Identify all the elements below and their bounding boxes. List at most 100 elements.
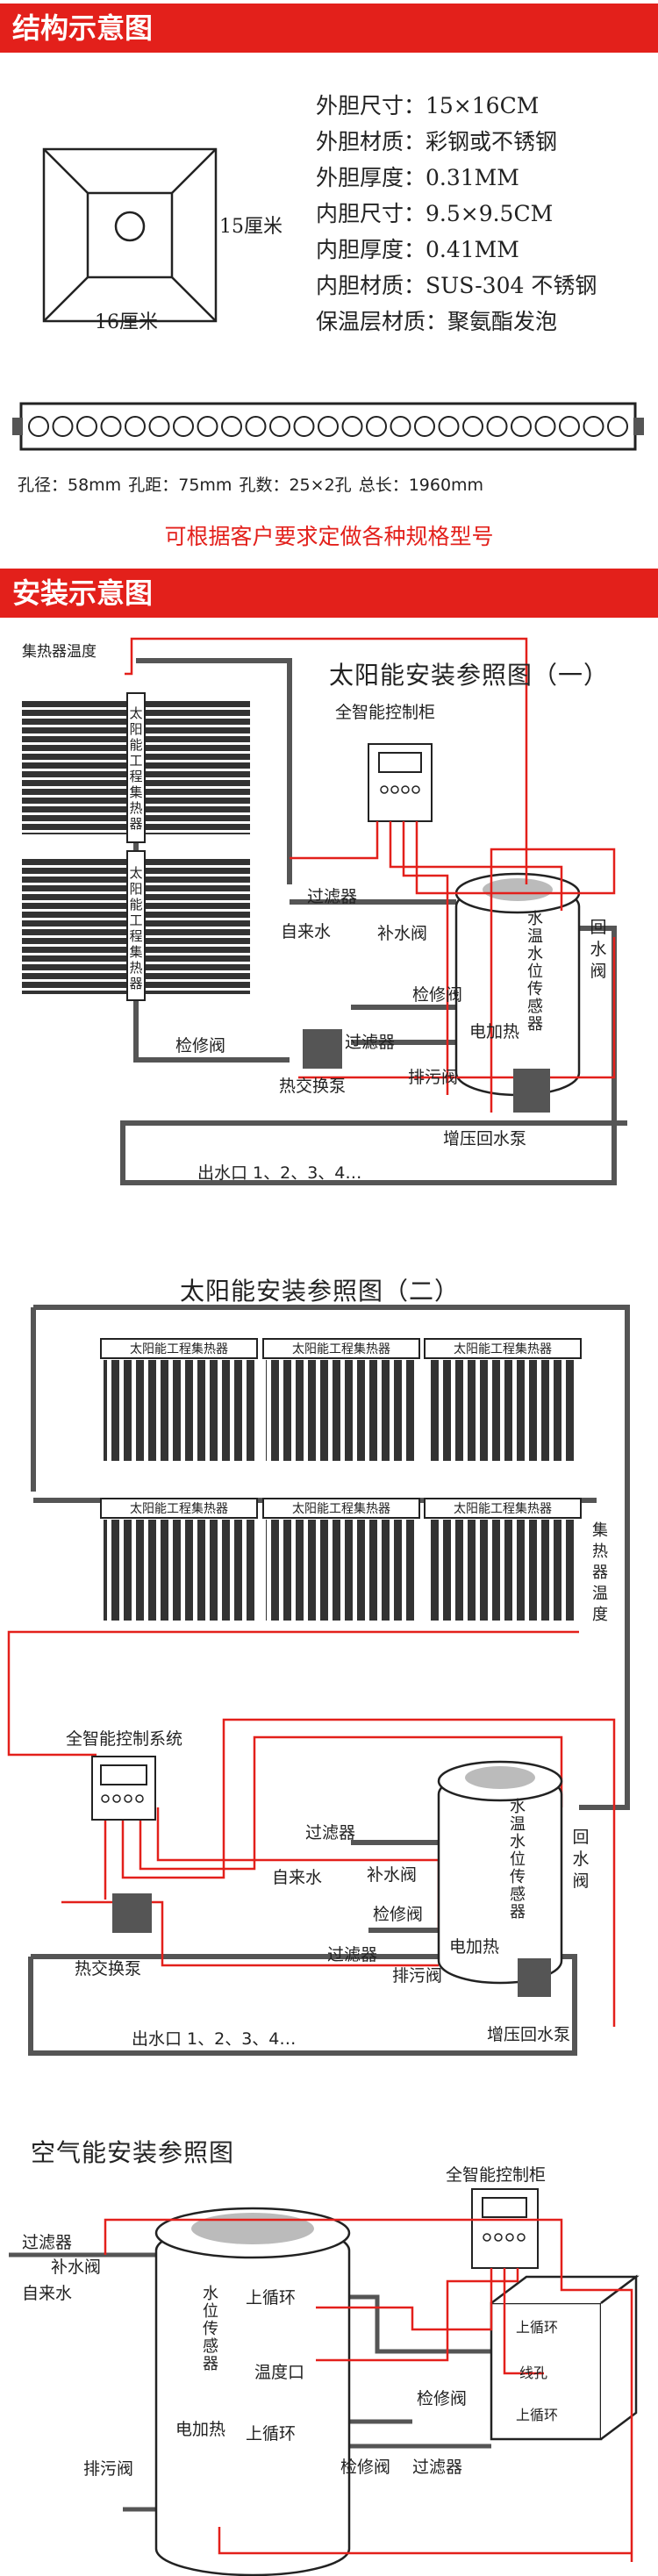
- collector-label-2a: 太阳能工程集热器: [130, 1342, 228, 1356]
- collector-label-2e: 太阳能工程集热器: [292, 1501, 390, 1516]
- collector-label-2f: 太阳能工程集热器: [454, 1501, 552, 1516]
- svg-text:温: 温: [510, 1815, 526, 1834]
- upper-loop-label-3c: 上循环: [516, 2407, 558, 2423]
- header-hole: [173, 416, 194, 437]
- header-hole: [76, 416, 97, 437]
- holes-info: 孔径：58mm 孔距：75mm 孔数：25×2孔 总长：1960mm: [18, 476, 484, 495]
- solar-install-diagram-1: 太阳能 工程集 热器 太阳能 工程集 热器 集热器温度 全智能控制柜 过滤器 自…: [22, 637, 627, 1185]
- booster-pump-1: [513, 1069, 550, 1113]
- svg-text:水: 水: [590, 940, 606, 959]
- drain-valve-label-2: 排污阀: [392, 1966, 442, 1986]
- svg-text:度: 度: [592, 1606, 608, 1624]
- maintenance-valve-label-3b: 检修阀: [340, 2458, 390, 2477]
- svg-text:热: 热: [592, 1542, 608, 1561]
- collector-row-2: [100, 1498, 582, 1621]
- header-hole: [583, 416, 604, 437]
- controller-label-2: 全智能控制系统: [66, 1729, 182, 1749]
- maintenance-valve-label-2: 检修阀: [373, 1905, 423, 1924]
- filter-label-1b: 过滤器: [345, 1033, 395, 1052]
- svg-text:热: 热: [129, 800, 142, 816]
- svg-text:位: 位: [527, 962, 543, 981]
- svg-text:水: 水: [572, 1850, 589, 1869]
- controller-label-1: 全智能控制柜: [335, 703, 435, 722]
- heat-pump-label-2: 热交换泵: [75, 1959, 141, 1979]
- svg-text:器: 器: [203, 2355, 218, 2373]
- collector-temp-label-1: 集热器温度: [22, 643, 97, 661]
- diagram-3-title: 空气能安装参照图: [31, 2138, 235, 2167]
- return-valve-label-1: 回水阀: [590, 918, 606, 981]
- makeup-valve-label-1: 补水阀: [377, 924, 427, 943]
- spec-inner-material: 内胆材质：SUS-304 不锈钢: [316, 273, 597, 298]
- svg-text:集: 集: [129, 784, 142, 800]
- heat-pump-unit: [490, 2274, 640, 2441]
- svg-text:传: 传: [527, 980, 543, 998]
- svg-text:热: 热: [129, 960, 142, 976]
- outlets-label-2: 出水口 1、2、3、4…: [132, 2029, 296, 2049]
- svg-text:阀: 阀: [590, 962, 606, 981]
- return-valve-label-2: 回水阀: [572, 1828, 589, 1891]
- svg-text:位: 位: [510, 1850, 526, 1869]
- heat-pump-2: [112, 1893, 152, 1933]
- drain-valve-label-3: 排污阀: [83, 2459, 133, 2479]
- diagram-2-title: 太阳能安装参照图（二）: [180, 1277, 461, 1306]
- collector-label-1a: 太阳能 工程集 热器: [129, 705, 142, 832]
- spec-outer-material: 外胆材质：彩钢或不锈钢: [316, 129, 558, 154]
- maintenance-valve-label-3a: 检修阀: [417, 2389, 467, 2408]
- header-hole: [100, 416, 122, 437]
- header-hole: [269, 416, 290, 437]
- svg-text:能: 能: [129, 897, 142, 912]
- diagram-1-title: 太阳能安装参照图（一）: [329, 661, 610, 690]
- svg-text:器: 器: [592, 1563, 608, 1582]
- svg-text:集: 集: [129, 944, 142, 960]
- svg-text:工: 工: [129, 753, 142, 769]
- electric-heater-label-3: 电加热: [175, 2420, 225, 2439]
- collector-label-2d: 太阳能工程集热器: [130, 1501, 228, 1516]
- booster-pump-label-2: 增压回水泵: [487, 2025, 570, 2044]
- electric-heater-label-2: 电加热: [449, 1937, 499, 1957]
- header-hole: [28, 416, 49, 437]
- svg-text:回: 回: [590, 918, 606, 937]
- svg-text:回: 回: [572, 1828, 589, 1847]
- drain-valve-label-1: 排污阀: [408, 1068, 458, 1087]
- collector-label-2c: 太阳能工程集热器: [454, 1342, 552, 1356]
- svg-text:器: 器: [510, 1903, 526, 1921]
- wire-hole-label-3: 线孔: [519, 2365, 547, 2381]
- svg-text:传: 传: [510, 1868, 526, 1886]
- svg-text:位: 位: [203, 2302, 218, 2321]
- header-hole: [52, 416, 74, 437]
- svg-text:工: 工: [129, 912, 142, 928]
- spec-inner-thickness: 内胆厚度：0.41MM: [316, 237, 519, 262]
- header-hole: [221, 416, 242, 437]
- svg-text:感: 感: [510, 1885, 526, 1904]
- header-hole: [559, 416, 580, 437]
- header-hole: [511, 416, 532, 437]
- svg-text:水: 水: [510, 1833, 526, 1851]
- maintenance-valve-label-1a: 检修阀: [412, 985, 462, 1005]
- svg-text:阳: 阳: [129, 721, 142, 737]
- heat-pump-1: [303, 1029, 342, 1069]
- air-energy-install-diagram: 全智能控制柜 过滤器 补水阀 自来水 上循环 温度口 检修阀 上循环 线孔 上循…: [9, 2165, 640, 2576]
- header-hole: [197, 416, 218, 437]
- tap-water-label-2: 自来水: [272, 1868, 322, 1887]
- collector-label-2b: 太阳能工程集热器: [292, 1342, 390, 1356]
- control-wires-3: [104, 2218, 633, 2562]
- header-hole: [366, 416, 387, 437]
- svg-text:阀: 阀: [572, 1871, 589, 1891]
- water-tank-2: [437, 1760, 563, 1985]
- svg-text:集: 集: [592, 1521, 608, 1540]
- spec-outer-size: 外胆尺寸：15×16CM: [316, 93, 540, 118]
- svg-text:感: 感: [527, 998, 543, 1016]
- collector-label-1b: 太阳能 工程集 热器: [129, 865, 142, 991]
- filter-label-2a: 过滤器: [305, 1823, 355, 1843]
- outer-size-label: 16厘米: [95, 311, 158, 333]
- tap-water-label-1: 自来水: [281, 922, 331, 941]
- svg-text:传: 传: [203, 2320, 218, 2338]
- spec-insulation: 保温层材质：聚氨酯发泡: [316, 309, 558, 334]
- install-heading: 安装示意图: [0, 569, 658, 618]
- filter-label-3a: 过滤器: [22, 2233, 72, 2252]
- upper-loop-label-3a: 上循环: [246, 2288, 296, 2308]
- water-tank-3: [154, 2207, 351, 2576]
- solar-install-diagram-2: 太阳能工程集热器 太阳能工程集热器 太阳能工程集热器 太阳能工程集热器 太阳能工…: [7, 1305, 630, 2056]
